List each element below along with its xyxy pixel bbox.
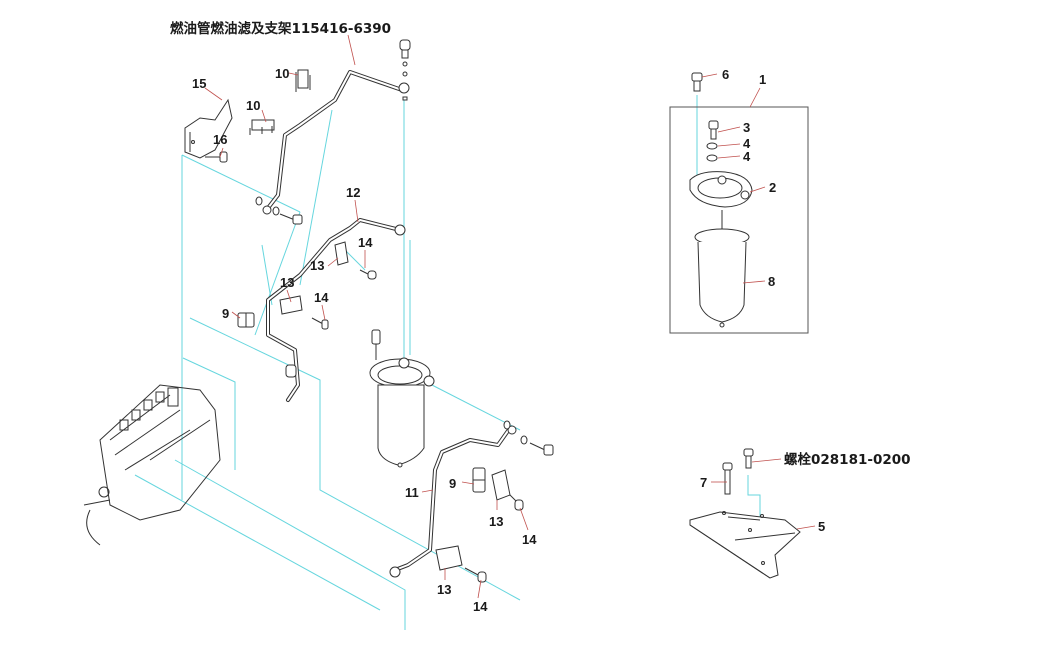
- callout-8: 8: [768, 274, 775, 289]
- bolt-part-14-b: [311, 317, 329, 330]
- clamp-part-13-b: [279, 295, 303, 315]
- clamp-part-13-d: [435, 545, 463, 571]
- washers-and-bolt: [255, 196, 303, 225]
- bolt-part-3: [708, 120, 719, 140]
- callout-2: 2: [769, 180, 776, 195]
- fuel-pipe-part-11: [389, 425, 517, 578]
- callout-9-b: 9: [449, 476, 456, 491]
- fuel-pipe-part-12: [266, 218, 406, 402]
- callout-9-a: 9: [222, 306, 229, 321]
- callout-14-c: 14: [522, 532, 537, 547]
- callout-14-d: 14: [473, 599, 488, 614]
- callout-7: 7: [700, 475, 707, 490]
- washer-part-4-a: [706, 142, 718, 150]
- bolt-028181-0200: [743, 448, 754, 469]
- washer-part-4-b: [706, 154, 718, 162]
- callout-16: 16: [213, 132, 227, 147]
- callout-13-a: 13: [310, 258, 324, 273]
- fuel-filter-assembly: [369, 329, 435, 468]
- filter-assembly-box: [669, 106, 809, 334]
- clamp-part-13-a: [334, 241, 349, 266]
- filter-head-part-2: [689, 171, 753, 208]
- callout-14-a: 14: [358, 235, 373, 250]
- clip-part-10-lower: [249, 119, 275, 135]
- bolt-label: 螺栓028181-0200: [784, 451, 911, 468]
- bolt-part-14-a: [359, 269, 377, 280]
- bracket-part-5: [689, 511, 801, 579]
- bolt-part-14-d: [464, 567, 487, 583]
- callout-13-d: 13: [437, 582, 451, 597]
- injection-pump: [83, 384, 221, 546]
- clip-part-9-b: [472, 467, 486, 493]
- filter-element-part-8: [694, 228, 750, 328]
- callout-4-a: 4: [743, 136, 751, 151]
- callout-11: 11: [405, 485, 419, 500]
- assembly-guide-lines: [134, 95, 761, 630]
- callout-3: 3: [743, 120, 750, 135]
- bracket-part-15: [184, 98, 233, 159]
- callout-13-c: 13: [489, 514, 503, 529]
- callout-14-b: 14: [314, 290, 329, 305]
- callout-6: 6: [722, 67, 729, 82]
- clip-part-10-upper: [295, 69, 311, 92]
- callout-10-a: 10: [275, 66, 289, 81]
- callout-10-b: 10: [246, 98, 260, 113]
- callout-5: 5: [818, 519, 825, 534]
- bolt-part-6: [691, 72, 703, 92]
- callout-13-b: 13: [280, 275, 294, 290]
- leader-lines: [204, 34, 816, 599]
- bolt-part-14-c: [509, 494, 524, 511]
- callout-12: 12: [346, 185, 360, 200]
- callout-1: 1: [759, 72, 766, 87]
- callout-4-b: 4: [743, 149, 751, 164]
- fuel-pipe-upper: [262, 70, 410, 215]
- callout-15: 15: [192, 76, 206, 91]
- washers-and-bolt-lower: [503, 420, 554, 456]
- bolt-part-7: [722, 462, 733, 495]
- clip-part-9-a: [237, 312, 255, 328]
- diagram-title: 燃油管燃油滤及支架115416-6390: [170, 20, 391, 37]
- banjo-bolt-top: [399, 39, 411, 101]
- clamp-part-13-c: [491, 469, 511, 501]
